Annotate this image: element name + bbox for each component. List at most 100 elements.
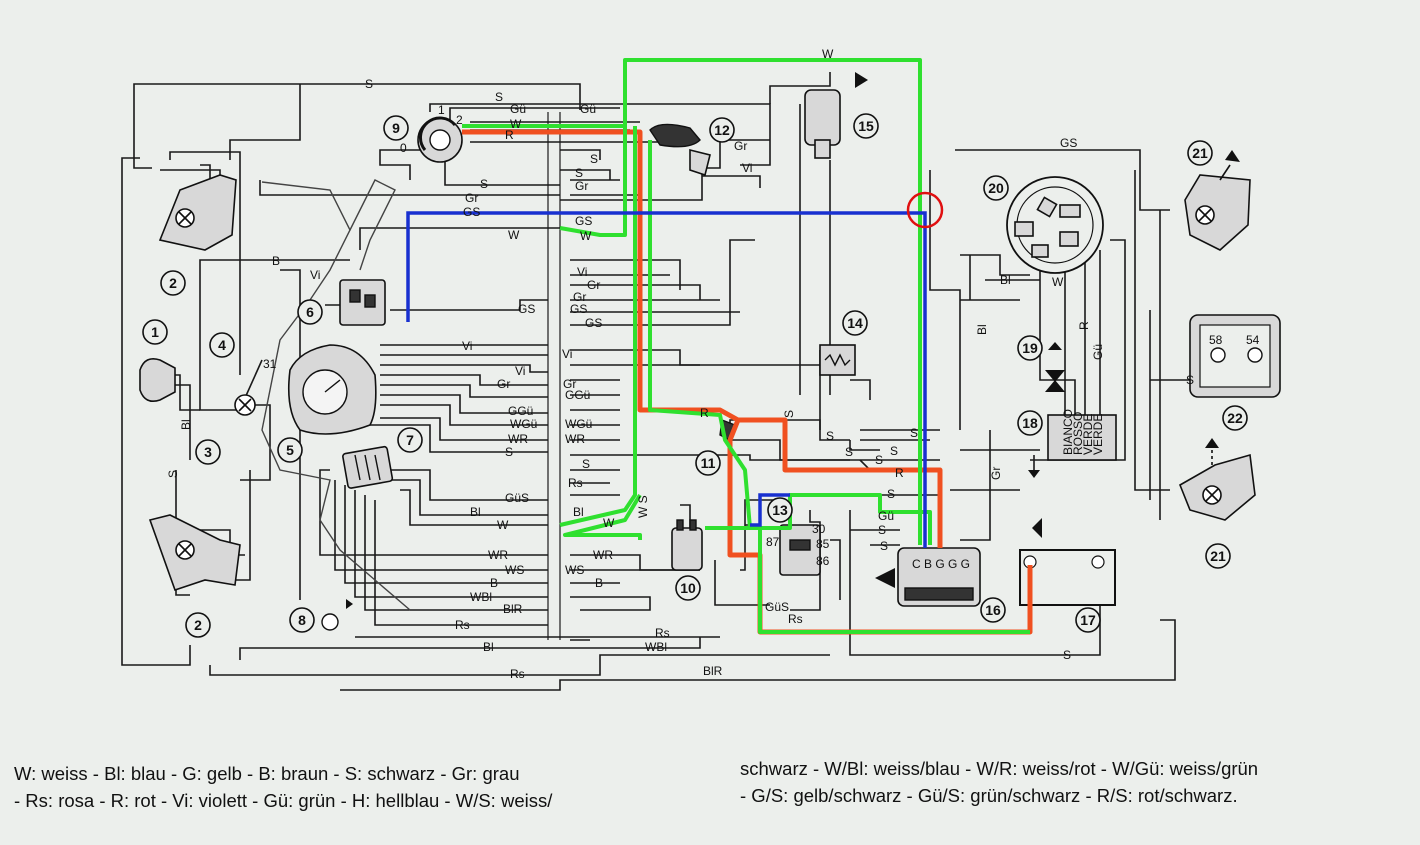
svg-text:B: B: [272, 254, 280, 268]
wire-labels: S S Gü Gü W R S S S Gr Gr GS GS W W B Vi…: [166, 47, 1194, 681]
svg-text:S: S: [782, 410, 796, 418]
svg-text:19: 19: [1022, 340, 1038, 356]
svg-text:Rs: Rs: [788, 612, 803, 626]
svg-text:Rs: Rs: [455, 618, 470, 632]
svg-text:1: 1: [151, 324, 159, 340]
svg-text:WGü: WGü: [565, 417, 592, 431]
svg-text:7: 7: [406, 432, 414, 448]
svg-text:GS: GS: [570, 302, 587, 316]
svg-text:1: 1: [438, 103, 445, 117]
component-regulator-18: BIANCO ROSSO VERDE VERDE: [1028, 409, 1117, 478]
svg-text:Gr: Gr: [989, 467, 1003, 480]
component-ignition-switch-9: 0 1 2: [400, 103, 463, 163]
svg-text:GS: GS: [585, 316, 602, 330]
legend-line: schwarz - W/Bl: weiss/blau - W/R: weiss/…: [740, 758, 1259, 779]
svg-text:WR: WR: [593, 548, 613, 562]
svg-text:9: 9: [392, 120, 400, 136]
svg-text:17: 17: [1080, 612, 1096, 628]
svg-text:18: 18: [1022, 415, 1038, 431]
svg-text:Bl: Bl: [470, 505, 481, 519]
svg-text:85: 85: [816, 537, 830, 551]
svg-text:Vi: Vi: [462, 339, 472, 353]
svg-text:S: S: [505, 445, 513, 459]
svg-text:22: 22: [1227, 410, 1243, 426]
svg-text:Gü: Gü: [1091, 344, 1105, 360]
svg-text:6: 6: [306, 304, 314, 320]
svg-text:BIANCO: BIANCO: [1061, 409, 1075, 455]
svg-text:12: 12: [714, 122, 730, 138]
marker-circle: [906, 191, 944, 229]
color-legend-right: schwarz - W/Bl: weiss/blau - W/R: weiss/…: [740, 755, 1258, 809]
black-wiring: [121, 72, 1190, 691]
component-handlebar: [261, 179, 411, 611]
svg-text:Rs: Rs: [655, 626, 670, 640]
svg-text:2: 2: [169, 275, 177, 291]
svg-text:S: S: [582, 457, 590, 471]
svg-text:S: S: [878, 523, 886, 537]
svg-text:WR: WR: [488, 548, 508, 562]
svg-text:S: S: [880, 539, 888, 553]
component-magneto-20: [1006, 176, 1104, 274]
svg-text:S: S: [590, 152, 598, 166]
svg-text:W: W: [580, 229, 592, 243]
svg-text:BlR: BlR: [703, 664, 723, 678]
svg-text:GS: GS: [518, 302, 535, 316]
svg-text:Gr: Gr: [575, 179, 588, 193]
svg-text:W: W: [497, 518, 509, 532]
svg-text:Rs: Rs: [510, 667, 525, 681]
svg-text:S: S: [887, 487, 895, 501]
component-horn: [139, 357, 176, 403]
highlight-blue-wire: [406, 211, 927, 548]
svg-text:S: S: [495, 90, 503, 104]
svg-text:5: 5: [286, 442, 294, 458]
svg-text:C B G G G: C B G G G: [912, 557, 970, 571]
component-capacitor-14: [819, 344, 856, 376]
svg-text:3: 3: [204, 444, 212, 460]
svg-text:GüS: GüS: [765, 600, 789, 614]
component-coil-10: [671, 519, 703, 571]
svg-text:W: W: [508, 228, 520, 242]
svg-text:31: 31: [263, 357, 277, 371]
svg-text:Gü: Gü: [580, 102, 596, 116]
svg-text:8: 8: [298, 612, 306, 628]
svg-text:Bl: Bl: [975, 324, 989, 335]
svg-text:S: S: [1186, 373, 1194, 387]
svg-text:WS: WS: [565, 563, 584, 577]
svg-text:WBl: WBl: [470, 590, 492, 604]
svg-text:15: 15: [858, 118, 874, 134]
svg-text:BlR: BlR: [503, 602, 523, 616]
svg-text:11: 11: [701, 455, 716, 471]
svg-text:S: S: [826, 429, 834, 443]
svg-text:W: W: [822, 47, 834, 61]
component-lamp-4: [234, 394, 256, 416]
legend-line: W: weiss - Bl: blau - G: gelb - B: braun…: [14, 763, 520, 784]
wiring-diagram: 0 1 2 87 30 85 86 C B G G G: [121, 47, 1281, 691]
component-headlight-top: [158, 174, 237, 251]
legend-line: - G/S: gelb/schwarz - Gü/S: grün/schwarz…: [740, 785, 1238, 806]
svg-text:S: S: [480, 177, 488, 191]
svg-text:S: S: [1063, 648, 1071, 662]
svg-text:S: S: [890, 444, 898, 458]
svg-text:0: 0: [400, 141, 407, 155]
svg-text:Bl: Bl: [483, 640, 494, 654]
svg-text:Bl: Bl: [1000, 273, 1011, 287]
svg-text:WS: WS: [505, 563, 524, 577]
svg-text:WGü: WGü: [510, 417, 537, 431]
svg-text:Gü: Gü: [510, 102, 526, 116]
svg-text:GS: GS: [1060, 136, 1077, 150]
svg-text:16: 16: [985, 602, 1001, 618]
component-rear-indicator-bottom: [1178, 438, 1256, 521]
component-relay-13: 87 30 85 86: [766, 522, 830, 576]
svg-text:Gr: Gr: [587, 278, 600, 292]
svg-text:GS: GS: [463, 205, 480, 219]
component-switch-7: [342, 445, 394, 489]
svg-text:W: W: [510, 117, 522, 131]
svg-text:VERDE: VERDE: [1091, 414, 1105, 455]
svg-text:21: 21: [1210, 548, 1226, 564]
svg-text:ROSSO: ROSSO: [1071, 412, 1085, 455]
svg-text:Vi: Vi: [515, 364, 525, 378]
component-rear-indicator-top: [1184, 150, 1251, 251]
svg-text:13: 13: [772, 502, 788, 518]
svg-text:GüS: GüS: [505, 491, 529, 505]
svg-text:S: S: [845, 445, 853, 459]
